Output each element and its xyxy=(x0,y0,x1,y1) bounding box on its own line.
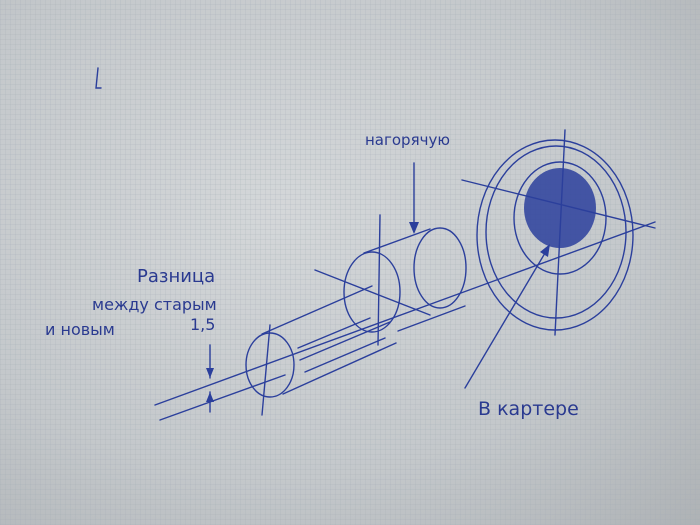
corner-bracket-mark xyxy=(95,67,102,89)
dimension-arrows xyxy=(206,344,214,413)
crankcase-label: В картере xyxy=(478,398,579,420)
crankcase-ring xyxy=(461,129,656,336)
small-shaft-cylinder xyxy=(245,285,397,416)
difference-label-line3: и новым xyxy=(45,320,115,339)
large-bushing-cylinder xyxy=(314,214,467,346)
hot-fit-arrow xyxy=(409,162,419,234)
crankcase-arrow xyxy=(464,244,550,389)
difference-label-line2: между старым xyxy=(92,295,217,314)
center-axis xyxy=(154,221,656,406)
hot-fit-label: нагорячую xyxy=(365,131,450,149)
axis-lower xyxy=(159,374,286,421)
difference-label-line1: Разница xyxy=(137,266,215,287)
difference-value: 1,5 xyxy=(190,315,215,334)
